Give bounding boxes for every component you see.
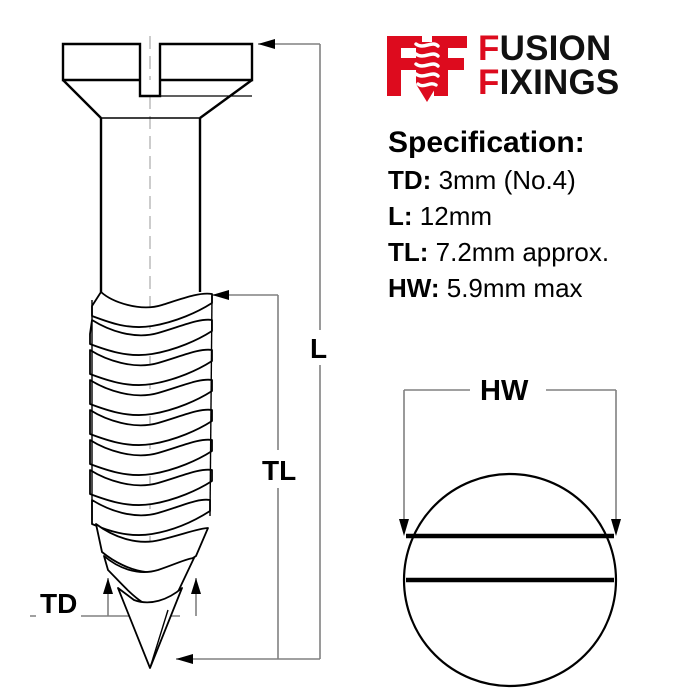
- spec-key-hw: HW:: [388, 273, 440, 303]
- arrow-hw-right: [611, 519, 621, 536]
- brand-line-2: FIXINGS: [478, 63, 620, 102]
- specification-block: Specification: TD: 3mm (No.4) L: 12mm TL…: [388, 126, 688, 304]
- head-cone-right: [199, 79, 253, 119]
- specification-title: Specification:: [388, 126, 585, 159]
- head-top-left: [61, 42, 142, 82]
- thread-turn-7: [89, 468, 213, 506]
- head-cone-left: [62, 79, 102, 119]
- spec-key-l: L:: [388, 201, 413, 231]
- point-turn-1: [95, 523, 209, 574]
- arrow-l-bottom: [176, 654, 193, 664]
- dimension-lines: [30, 43, 617, 660]
- spec-row-l: L: 12mm: [388, 201, 688, 232]
- screw-point: [95, 523, 209, 669]
- spec-value-hw: 5.9mm max: [446, 273, 583, 303]
- thread-flank-right: [209, 295, 213, 517]
- arrow-l-top: [258, 39, 275, 49]
- brand-line-2-lead: F: [478, 63, 500, 102]
- spec-row-td: TD: 3mm (No.4): [388, 165, 688, 196]
- point-tip-edge: [149, 609, 169, 669]
- screw-side-view: [61, 42, 254, 292]
- fusion-fixings-screw-logo-icon: [387, 36, 467, 102]
- thread-turn-4: [89, 378, 213, 416]
- thread-turn-5: [89, 408, 213, 446]
- dimension-arrowheads: [103, 39, 621, 664]
- spec-key-tl: TL:: [388, 237, 429, 267]
- spec-value-td: 3mm (No.4): [438, 165, 576, 195]
- arrow-hw-left: [399, 519, 409, 536]
- brand-wordmark: FUSION FIXINGS: [478, 28, 620, 102]
- head-slot: [138, 80, 162, 98]
- dimension-label-thread-diameter: TD: [36, 588, 82, 620]
- spec-value-l: 12mm: [419, 201, 493, 231]
- brand-line-1-rest: USION: [499, 28, 612, 68]
- brand-line-1: FUSION: [478, 28, 619, 68]
- shank-sides: [99, 118, 202, 292]
- brand-line-2-rest: IXINGS: [499, 63, 620, 102]
- dimension-label-thread-length: TL: [258, 455, 301, 487]
- arrow-tl-top: [212, 290, 229, 300]
- head-top-right: [158, 42, 254, 82]
- arrow-td-right: [191, 578, 201, 594]
- point-cone: [117, 587, 183, 669]
- head-top-view: [402, 472, 618, 688]
- spec-key-td: TD:: [388, 165, 432, 195]
- brand-line-1-lead: F: [478, 28, 500, 68]
- dimension-label-head-width: HW: [476, 375, 533, 408]
- dimension-label-length: L: [306, 333, 332, 365]
- screw-thread: [89, 291, 213, 536]
- brand-logo: FUSION FIXINGS: [386, 28, 619, 104]
- spec-row-tl: TL: 7.2mm approx.: [388, 237, 688, 268]
- spec-row-hw: HW: 5.9mm max: [388, 273, 688, 304]
- thread-turn-6: [89, 438, 213, 476]
- arrow-td-left: [103, 578, 113, 594]
- spec-value-tl: 7.2mm approx.: [435, 237, 610, 267]
